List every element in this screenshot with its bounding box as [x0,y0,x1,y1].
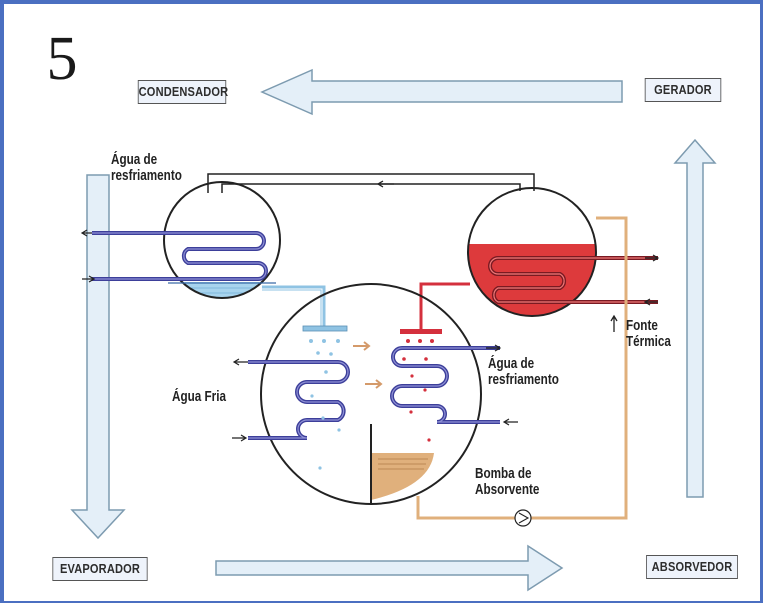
label-agua-fria: Água Fria [172,388,226,405]
label-agua-resfriamento-mid: Água de resfriamento [488,355,559,388]
weak-solution-line [416,216,628,520]
condenser-vessel [163,181,281,299]
arrow-evaporador-to-absorvedor [215,544,564,592]
evaporador-box: EVAPORADOR [52,557,148,581]
arrow-condensador-to-evaporador [70,174,126,540]
step-number: 5 [46,25,78,93]
absorber-evaporator-vessel [260,283,482,505]
condenser-water-in-arrow [82,275,96,283]
vapor-migration-arrow-2 [365,379,383,389]
absorber-water-out-arrow [486,344,502,352]
vapor-flow-arrow [376,180,394,188]
label-agua-resfriamento-top: Água de resfriamento [111,151,182,184]
evaporator-droplets [309,339,341,470]
vapor-migration-arrow-1 [353,341,371,351]
gerador-box: GERADOR [644,78,722,102]
condenser-water-out-arrow [80,229,92,237]
absorber-sprayer [400,329,442,334]
label-bomba-absorvente: Bomba de Absorvente [475,465,540,498]
strong-solution-line [419,282,470,331]
absorber-water-in-arrow [502,418,518,426]
absorvedor-box: ABSORVEDOR [646,555,738,579]
generator-vessel [467,187,597,317]
condensador-box: CONDENSADOR [137,80,228,104]
label-fonte-termica: Fonte Térmica [626,317,671,350]
generator-heat-in-arrow [643,298,658,306]
generator-heat-out-arrow [645,254,660,262]
arrow-absorvedor-to-gerador [673,138,717,498]
fonte-termica-arrow [610,314,618,332]
chilled-water-out-arrow [232,358,248,366]
absorber-coil [390,346,500,424]
arrow-gerador-to-condensador [260,68,623,116]
evaporator-sprayer [302,325,348,332]
chilled-water-in-arrow [232,434,248,442]
absorbent-pool [371,453,434,500]
absorber-droplets [402,339,434,442]
pump-icon [514,509,532,527]
condenser-coil [92,231,268,281]
refrigerant-liquid-line [262,285,326,326]
